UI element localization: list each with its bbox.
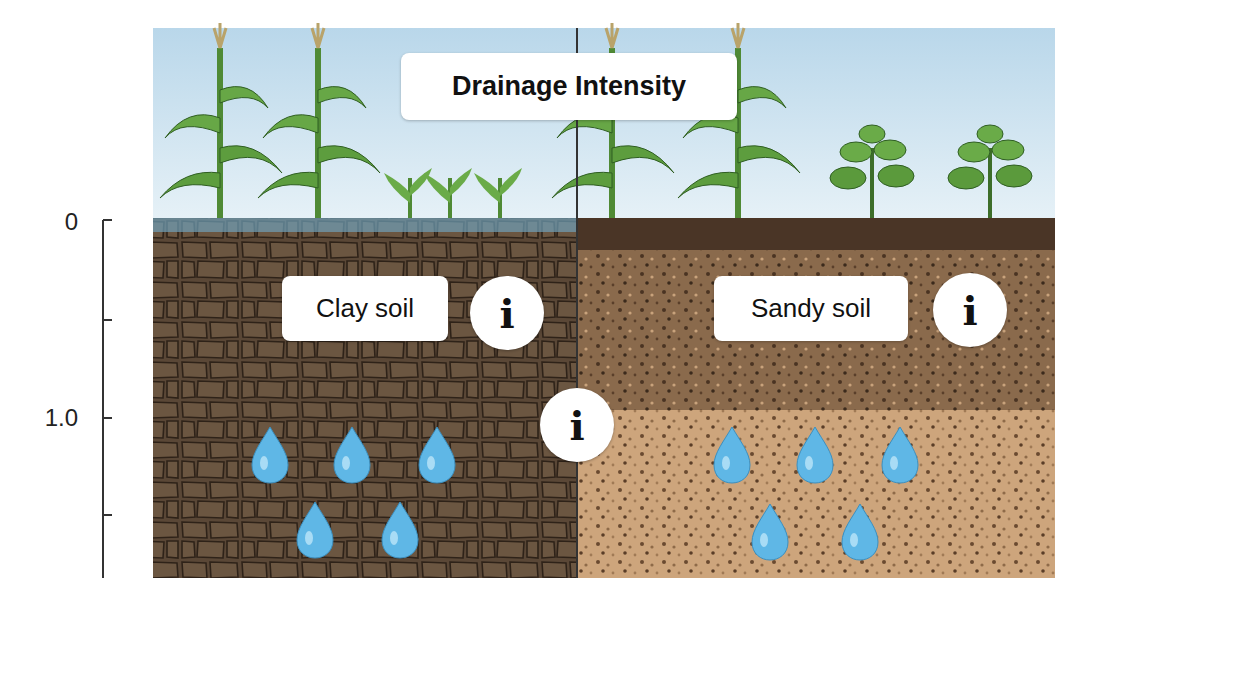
info-icon: i	[470, 276, 544, 350]
info-glyph: i	[962, 287, 977, 334]
axis-label: 1.0	[45, 404, 78, 432]
soil-label-box: Sandy soil	[714, 276, 908, 341]
info-glyph: i	[499, 290, 514, 337]
info-glyph: i	[569, 402, 584, 449]
info-icon: i	[933, 273, 1007, 347]
axis-value: 0	[65, 208, 78, 235]
axis-label: 0	[65, 208, 78, 236]
soil-label: Sandy soil	[751, 293, 871, 324]
title-box: Drainage Intensity	[401, 53, 737, 120]
title-text: Drainage Intensity	[452, 71, 686, 102]
soil-label: Clay soil	[316, 293, 414, 324]
info-icon: i	[540, 388, 614, 462]
soil-label-box: Clay soil	[282, 276, 448, 341]
axis-value: 1.0	[45, 404, 78, 431]
